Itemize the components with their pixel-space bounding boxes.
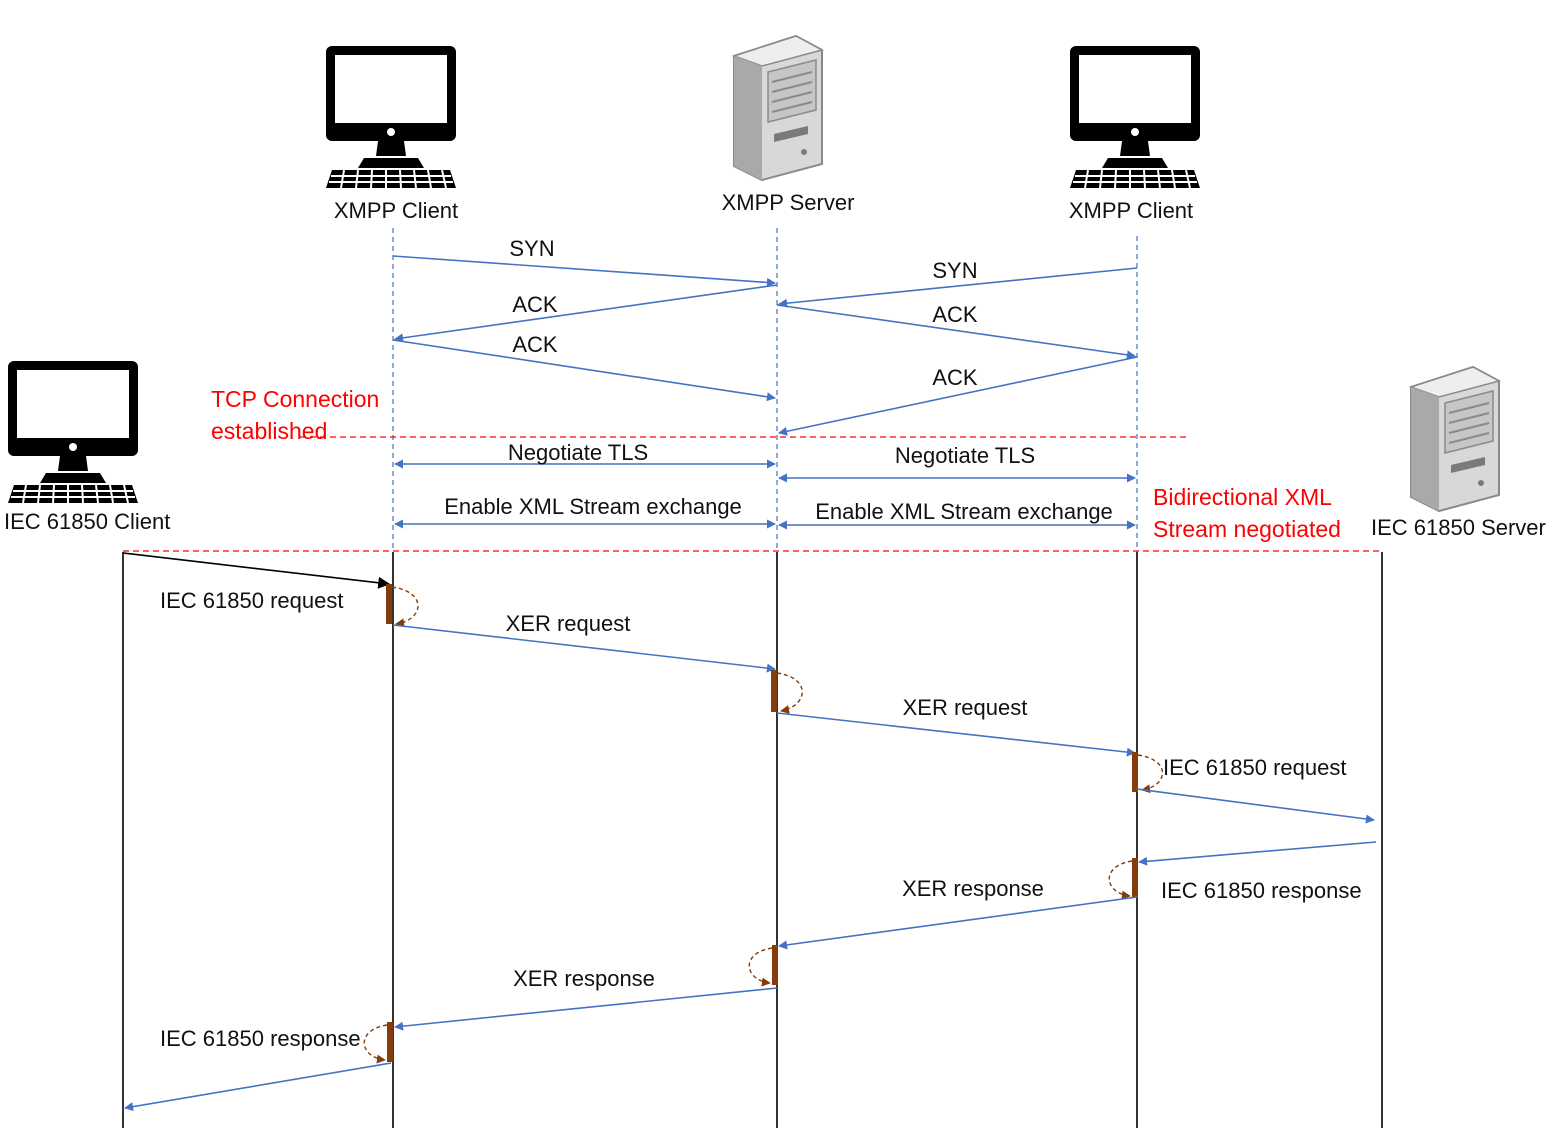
iec-request-label-2: IEC 61850 request [1163,755,1346,780]
ack-label-right-2: ACK [932,365,978,390]
processing-loop-arrow [776,672,803,714]
xml-stream-label-left: Enable XML Stream exchange [444,494,742,519]
ack-arrow-left-2 [392,339,776,402]
bidir-note-line2: Stream negotiated [1153,516,1341,542]
actor-label-iec-server: IEC 61850 Server [1371,515,1546,540]
processing-loop-arrow [363,1024,388,1064]
actor-label-iec-client: IEC 61850 Client [4,509,170,534]
ack-label-left-2: ACK [512,332,558,357]
computer-icon [1069,45,1201,189]
syn-arrow-left [392,255,776,287]
processing-loop-arrow [391,586,419,628]
processing-bar [1132,752,1138,792]
processing-loop-arrow [1137,754,1164,794]
lifelines [122,228,1383,1128]
ack-arrow-right-1 [776,304,1136,360]
iec-request-arrow-1 [122,552,391,589]
processing-bar [771,670,777,712]
tls-label-left: Negotiate TLS [508,440,648,465]
stream-negotiation: Negotiate TLS Negotiate TLS Enable XML S… [394,440,1136,530]
xer-request-label-1: XER request [506,611,631,636]
computer-icon [325,45,457,189]
processing-bar [387,1022,393,1062]
processing-loop-arrow [748,947,773,987]
iec-response-label-2: IEC 61850 response [160,1026,361,1051]
xer-response-arrow-2 [394,987,778,1031]
processing-loop-arrow [1108,860,1133,900]
xer-response-arrow-1 [778,896,1138,950]
iec-request-arrow-2 [1136,788,1375,824]
tcp-note-line1: TCP Connection [211,386,379,412]
ack-label-left-1: ACK [512,292,558,317]
xer-request-label-2: XER request [903,695,1028,720]
actor-label-xmpp-client-b: XMPP Client [1069,198,1193,223]
syn-arrow-right [778,267,1138,308]
xer-request-arrow-1 [392,624,776,673]
xer-response-label-1: XER response [902,876,1044,901]
iec-response-arrow-2 [124,1062,392,1112]
request-flow: IEC 61850 request XER request XER reques… [122,552,1375,824]
iec-response-arrow-1 [1138,841,1377,866]
server-icon [1410,366,1500,512]
ack-arrow-left-1 [394,284,778,343]
syn-label-left: SYN [509,236,554,261]
tcp-handshake-left: SYN ACK ACK [392,236,778,402]
ack-label-right-1: ACK [932,302,978,327]
bidir-note-line1: Bidirectional XML [1153,484,1332,510]
server-icon [733,35,823,181]
iec-request-label-1: IEC 61850 request [160,588,343,613]
processing-bar [386,584,392,624]
ack-arrow-right-2 [778,356,1138,436]
processing-bar [1132,858,1138,898]
actor-label-xmpp-server: XMPP Server [722,190,855,215]
response-flow: IEC 61850 response XER response XER resp… [124,841,1377,1112]
xer-response-label-2: XER response [513,966,655,991]
iec-response-label-1: IEC 61850 response [1161,878,1362,903]
processing-bar [772,945,778,985]
xml-stream-label-right: Enable XML Stream exchange [815,499,1113,524]
tcp-handshake-right: SYN ACK ACK [776,258,1138,436]
xer-request-arrow-2 [776,712,1136,757]
syn-label-right: SYN [932,258,977,283]
computer-icon [7,360,139,504]
tcp-note-line2: established [211,418,327,444]
actor-label-xmpp-client-a: XMPP Client [334,198,458,223]
tls-label-right: Negotiate TLS [895,443,1035,468]
